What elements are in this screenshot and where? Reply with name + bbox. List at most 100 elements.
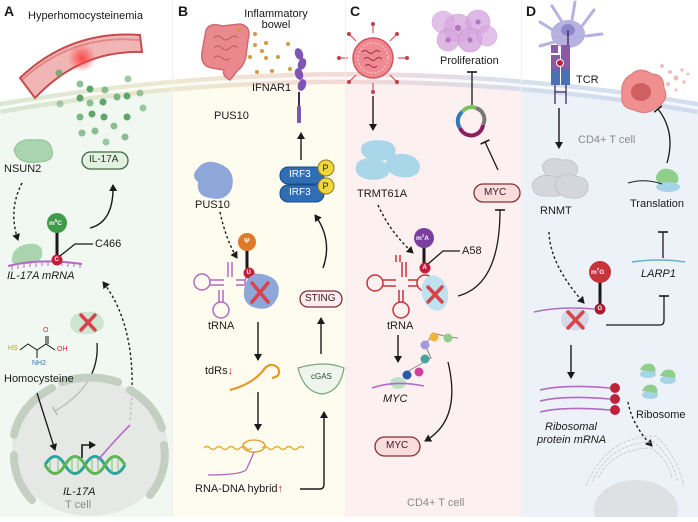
pus10-to-trna-arrow xyxy=(219,211,238,259)
nsun2-enzyme-icon xyxy=(13,139,53,163)
hybrid-label: RNA-DNA hybrid↑ xyxy=(195,484,283,495)
uridine-site-label: U xyxy=(246,269,251,276)
irf3-dimer xyxy=(279,159,335,203)
panel-b xyxy=(193,23,345,490)
cd4-t-cell-c-label: CD4+ T cell xyxy=(407,497,465,509)
nsun2-label: NSUN2 xyxy=(4,163,42,175)
myc-protein-pill-bottom xyxy=(374,436,421,457)
pus10-label: PUS10 xyxy=(195,199,230,211)
hybrid-to-cgas-arrow xyxy=(300,411,328,490)
homocysteine-particles xyxy=(55,69,147,146)
rna-dna-hybrid-icon xyxy=(203,439,305,476)
tcr-label: TCR xyxy=(576,74,599,86)
myc-bottom-label: MYC xyxy=(386,440,409,451)
irf3-top-label: IRF3 xyxy=(289,169,311,180)
inhibited-rnmt-icon xyxy=(561,308,589,331)
guanosine-site-label: G xyxy=(597,305,603,312)
inhibited-nsun2-icon xyxy=(70,311,104,335)
tdrs-fragment-icon xyxy=(229,363,281,392)
m1a-modification-icon xyxy=(414,228,434,248)
homocysteine-to-gene-arrow xyxy=(36,392,58,451)
cytosine-site-icon xyxy=(51,254,63,266)
cell-cycle-icon xyxy=(455,105,487,138)
panel-c-letter: C xyxy=(350,3,361,19)
m5c-modification-icon xyxy=(47,213,67,233)
panel-a xyxy=(7,33,169,516)
inflammatory-bowel-label: Inflammatory bowel xyxy=(244,8,308,31)
adenosine-site-icon xyxy=(419,262,431,274)
chem-sh-label: HS xyxy=(8,345,18,352)
cap-g-icon xyxy=(610,394,620,404)
il17a-protein-pill xyxy=(81,151,129,170)
hybrid-up-arrow: ↑ xyxy=(277,483,284,495)
guanosine-site-icon xyxy=(594,303,606,315)
virus-icon xyxy=(337,22,409,94)
phospho-icon xyxy=(317,177,335,195)
transcription-start-arrow xyxy=(81,441,96,458)
il17a-mrna-label: IL-17A mRNA xyxy=(7,270,75,282)
ribosomes-icon xyxy=(640,363,676,399)
translating-ribosome-icon xyxy=(627,168,680,192)
phospho-top-label: P xyxy=(322,163,329,173)
pseudouridine-modification-icon xyxy=(238,233,256,251)
trna-c-label: tRNA xyxy=(387,320,414,332)
intestine-icon xyxy=(200,23,250,81)
adenosine-site-label: A xyxy=(422,264,427,271)
myc-top-label: MYC xyxy=(484,187,507,198)
rnmt-enzyme-icon xyxy=(531,158,589,199)
sting-label: STING xyxy=(305,293,336,304)
tdrs-text: tdRs xyxy=(205,365,228,377)
translation-to-myc-arrow xyxy=(424,361,453,442)
c466-label: C466 xyxy=(95,238,122,250)
panel-c xyxy=(337,9,521,457)
peptide-chain-icon xyxy=(402,332,459,380)
cgas-label: cGAS xyxy=(311,372,332,381)
cytokine-particles xyxy=(237,28,292,74)
trna-b-label: tRNA xyxy=(208,320,235,332)
translation-label: Translation xyxy=(630,198,685,210)
sting-pill xyxy=(299,290,343,308)
ifnar1-receptor-icon xyxy=(294,48,307,123)
nascent-mrna xyxy=(97,424,131,461)
cell-membrane xyxy=(0,72,698,114)
cap-g-icon xyxy=(610,383,620,393)
myc-mrna-strand xyxy=(371,382,425,389)
larp1-label: LARP1 xyxy=(641,268,676,280)
sting-to-irf3-arrow xyxy=(314,214,328,269)
trmt61a-enzyme-icon xyxy=(355,140,420,180)
proliferation-label: Proliferation xyxy=(440,55,499,67)
inhibited-trmt61a-icon xyxy=(421,275,449,311)
blood-vessel-icon xyxy=(18,33,144,100)
tcr-receptor-icon xyxy=(551,30,570,104)
hyperhomocysteinemia-label: Hyperhomocysteinemia xyxy=(28,10,143,22)
nucleus-d xyxy=(585,435,685,522)
irf3-bottom-label: IRF3 xyxy=(289,187,311,198)
trmt61a-label: TRMT61A xyxy=(357,188,408,200)
m7g-modification-icon xyxy=(589,261,611,283)
tdrs-label: tdRs↓ xyxy=(205,366,233,377)
ribosomal-protein-mrnas xyxy=(539,383,620,415)
m7g-label: m7G xyxy=(591,267,605,277)
translation-inhibits-cell xyxy=(653,105,671,164)
myc-inhibits-cycle xyxy=(480,139,499,171)
homocysteine-structure xyxy=(19,336,56,358)
nsun2-bound-icon xyxy=(11,243,43,265)
ifnar1-label: IFNAR1 xyxy=(252,82,292,94)
myc-mrna-label: MYC xyxy=(383,393,408,405)
hybrid-text: RNA-DNA hybrid xyxy=(195,483,278,495)
m5c-label: m5C xyxy=(49,218,62,228)
trna-c-icon xyxy=(366,255,434,319)
chem-nh2-label: NH2 xyxy=(32,360,47,367)
cap-g-icon xyxy=(610,405,620,415)
t-cell-label: T cell xyxy=(65,499,92,511)
panel-dividers xyxy=(172,0,522,517)
m1a-label: m1A xyxy=(416,233,429,243)
cd4-t-cell-d-label: CD4+ T cell xyxy=(578,134,636,146)
larp1-mrna-strand xyxy=(631,259,686,263)
pus10-enzyme-icon xyxy=(194,161,233,199)
tdrs-down-arrow: ↓ xyxy=(227,365,234,377)
il17a-mrna-strand xyxy=(7,260,83,270)
il17a-protein-label: IL-17A xyxy=(89,154,119,165)
target-cell-icon xyxy=(621,64,690,114)
